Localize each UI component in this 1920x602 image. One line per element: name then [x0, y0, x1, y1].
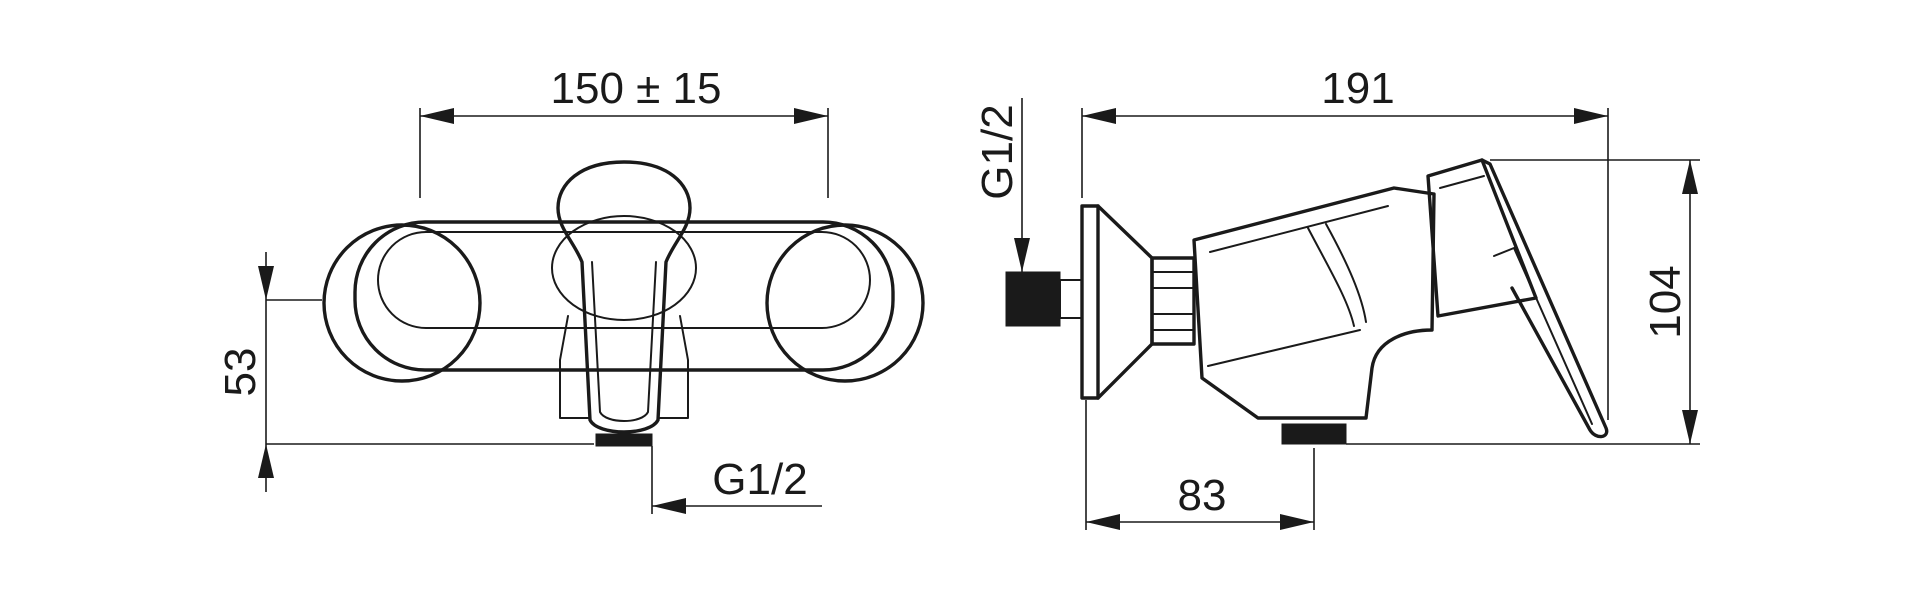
body-curve-upper	[1307, 227, 1355, 327]
front-view: 150 ± 15 53 G1/2	[216, 64, 925, 514]
front-outlet-thread	[595, 433, 653, 447]
side-view: 191 104 83 G1/2	[973, 64, 1700, 530]
body-highlight-bottom	[1207, 329, 1361, 367]
side-mixer-body	[1192, 186, 1436, 420]
front-height-label: 53	[216, 348, 265, 397]
conical-escutcheon	[1096, 204, 1154, 400]
left-support	[559, 315, 591, 419]
side-inlet-thread	[1005, 271, 1061, 327]
front-thread-label: G1/2	[712, 455, 807, 504]
side-height-label: 104	[1641, 265, 1690, 338]
right-support	[657, 315, 689, 419]
union-nut	[1150, 256, 1196, 346]
side-length-label: 191	[1321, 64, 1394, 113]
left-escutcheon	[322, 223, 482, 383]
lever-handle	[556, 160, 692, 434]
side-lever-head	[1426, 158, 1538, 318]
cartridge-collar	[551, 215, 697, 321]
wall-flange	[1080, 204, 1100, 400]
mixer-body-inner	[377, 231, 871, 329]
front-width-label: 150 ± 15	[551, 64, 722, 113]
body-highlight-top	[1209, 205, 1389, 253]
body-curve-lower	[1325, 223, 1367, 323]
side-inlet-pipe	[1059, 279, 1083, 319]
side-depth-label: 83	[1178, 471, 1227, 520]
lever-blade-inner	[1493, 247, 1593, 425]
lever-head-line	[1439, 175, 1485, 189]
side-thread-label: G1/2	[973, 104, 1022, 199]
side-lever-blade	[1480, 158, 1609, 439]
side-outlet-thread	[1281, 423, 1347, 445]
mixer-body-outer	[353, 220, 895, 372]
lever-inner-line	[591, 261, 657, 422]
right-escutcheon	[765, 223, 925, 383]
